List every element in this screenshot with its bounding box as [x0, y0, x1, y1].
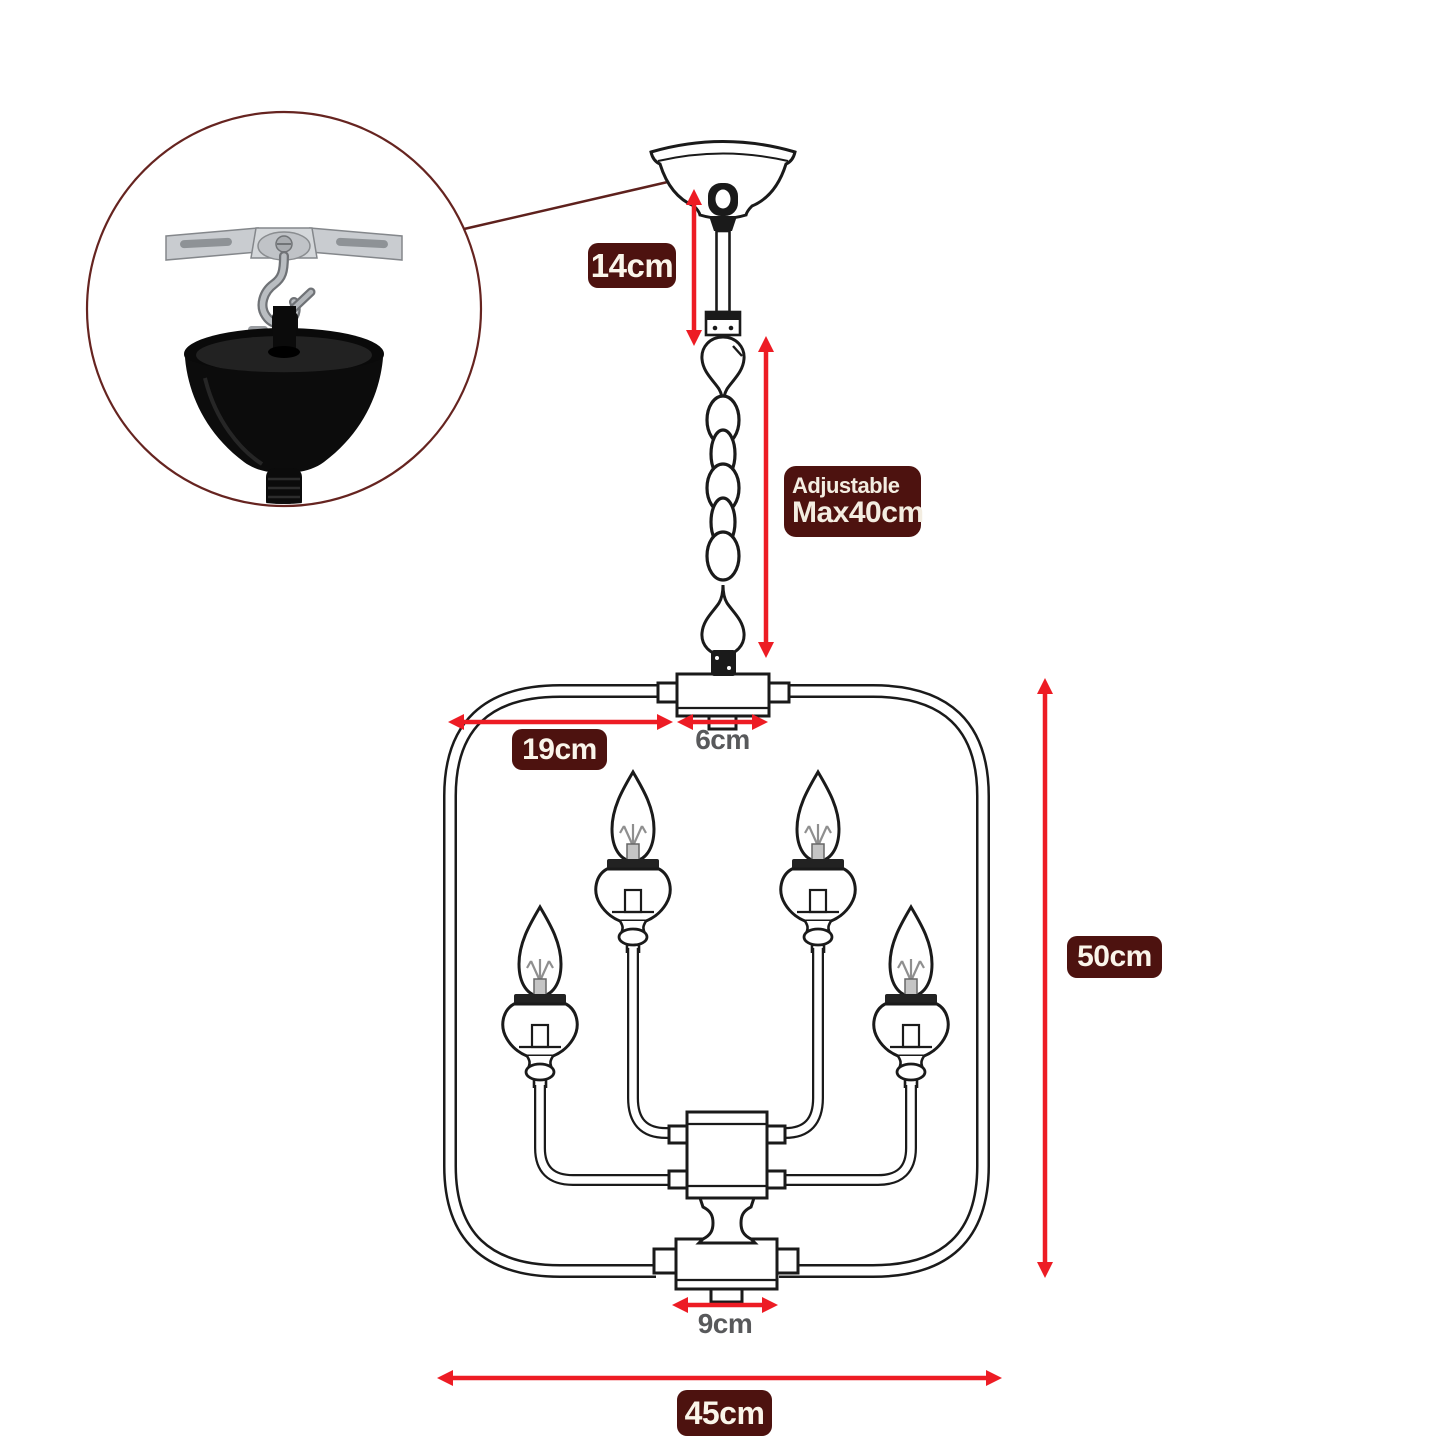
label-hub-6cm: 6cm [695, 724, 750, 755]
arrow-50cm [1037, 678, 1053, 1278]
label-max40cm: Max40cm [792, 496, 924, 530]
top-hub-block [656, 672, 791, 731]
label-arm-19cm: 19cm [512, 729, 607, 770]
label-width-45cm: 45cm [677, 1390, 772, 1436]
label-height-50cm: 50cm [1067, 936, 1162, 978]
arrow-19cm [448, 714, 673, 730]
canopy-cup-photo [184, 306, 384, 504]
center-column [652, 1110, 800, 1304]
arrow-6cm [677, 714, 768, 730]
label-chain-adjustable: Adjustable Max40cm [784, 466, 924, 537]
frame-drawing [443, 684, 990, 1278]
arrow-9cm [672, 1297, 778, 1313]
label-adjustable-word: Adjustable [792, 473, 900, 499]
dimension-arrows [437, 189, 1053, 1386]
arrow-adjustable-max40cm [758, 336, 774, 658]
arrow-45cm [437, 1370, 1002, 1386]
label-drop-14cm: 14cm [588, 243, 676, 288]
mounting-bracket [165, 227, 403, 261]
canopy-drawing [649, 140, 797, 337]
label-hub-9cm: 9cm [697, 1308, 753, 1339]
arrow-14cm [686, 189, 702, 346]
canopy-photo-inset [85, 110, 483, 508]
chain-drawing [700, 335, 746, 676]
